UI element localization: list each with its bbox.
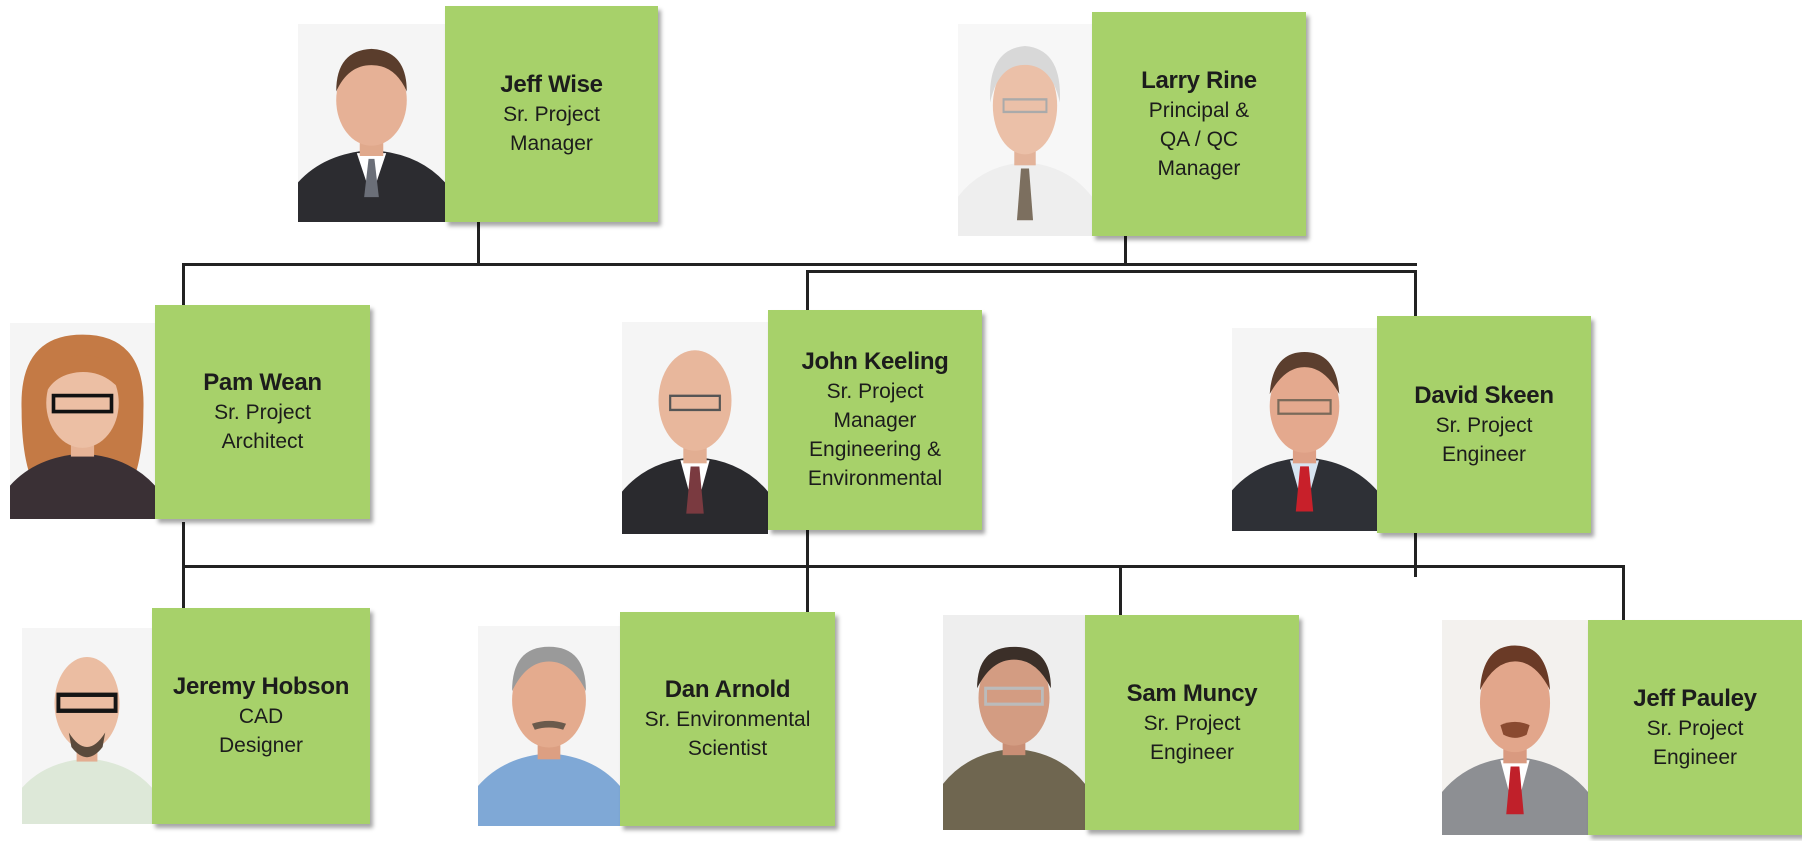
person-role-line: CAD — [238, 705, 284, 728]
person-role-line: Engineer — [1149, 740, 1235, 764]
woman-portrait-icon — [10, 323, 155, 519]
person-card: David Skeen Sr. Project Engineer — [1377, 316, 1591, 533]
person-name: Pam Wean — [203, 369, 322, 396]
person-role-line: Designer — [218, 734, 304, 757]
person-role-line: Sr. Project — [1143, 711, 1241, 735]
connector-line — [806, 270, 1416, 273]
person-role-line: Sr. Project — [214, 401, 311, 424]
person-role-line: Engineer — [1441, 442, 1527, 466]
connector-line — [806, 270, 809, 312]
person-role-line: QA / QC — [1159, 127, 1239, 151]
man-portrait-icon — [943, 615, 1085, 830]
person-card: Sam Muncy Sr. Project Engineer — [1085, 615, 1299, 830]
man-portrait-icon — [478, 626, 620, 826]
person-name: Jeremy Hobson — [172, 673, 350, 700]
person-name: Sam Muncy — [1126, 679, 1258, 707]
person-card: John Keeling Sr. Project Manager Enginee… — [768, 310, 982, 530]
connector-line — [182, 263, 185, 307]
man-portrait-icon — [1442, 620, 1588, 835]
person-card: Jeff Pauley Sr. Project Engineer — [1588, 620, 1802, 835]
person-role-line: Engineering & — [809, 438, 941, 461]
person-card: Larry Rine Principal & QA / QC Manager — [1092, 12, 1306, 236]
man-portrait-icon — [298, 24, 445, 222]
person-role-line: Engineer — [1652, 745, 1738, 769]
connector-line — [182, 565, 1625, 568]
person-role-line: Sr. Environmental — [644, 708, 811, 731]
man-portrait-icon — [1232, 328, 1377, 531]
person-role-line: Architect — [221, 430, 304, 453]
person-role-line: Principal & — [1148, 98, 1250, 122]
person-role-line: Manager — [510, 132, 593, 155]
connector-line — [1119, 565, 1122, 615]
person-card: Pam Wean Sr. Project Architect — [155, 305, 370, 519]
connector-line — [477, 222, 480, 264]
person-role-line: Sr. Project — [826, 380, 924, 403]
connector-line — [1414, 533, 1417, 577]
person-role-line: Environmental — [807, 467, 943, 490]
man-portrait-icon — [22, 628, 152, 824]
man-portrait-icon — [622, 322, 768, 534]
person-name: Larry Rine — [1141, 66, 1257, 94]
person-card: Jeremy Hobson CAD Designer — [152, 608, 370, 824]
connector-line — [182, 263, 1417, 266]
person-name: Jeff Wise — [500, 71, 603, 98]
person-role-line: Sr. Project — [1646, 716, 1744, 740]
person-name: John Keeling — [801, 348, 949, 375]
connector-line — [806, 528, 809, 612]
person-name: Dan Arnold — [664, 676, 791, 703]
person-role-line: Manager — [1157, 156, 1241, 180]
person-role-line: Sr. Project — [503, 103, 600, 126]
connector-line — [1414, 270, 1417, 318]
person-role-line: Manager — [833, 409, 917, 432]
connector-line — [1124, 228, 1127, 264]
person-role-line: Scientist — [687, 737, 768, 760]
person-name: David Skeen — [1414, 381, 1554, 409]
person-role-line: Sr. Project — [1435, 413, 1533, 437]
man-portrait-icon — [958, 24, 1092, 236]
person-name: Jeff Pauley — [1633, 684, 1757, 712]
person-card: Jeff Wise Sr. Project Manager — [445, 6, 658, 222]
person-card: Dan Arnold Sr. Environmental Scientist — [620, 612, 835, 826]
connector-line — [1622, 565, 1625, 620]
